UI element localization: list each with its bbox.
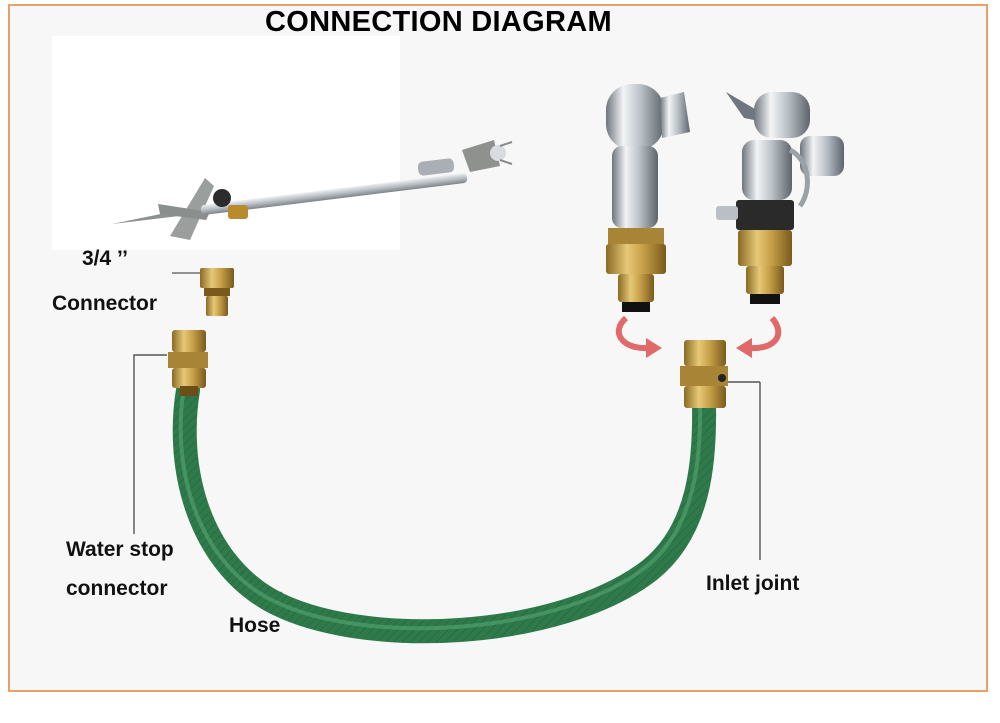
faucet-icon-left	[606, 84, 690, 358]
sprinkler-photo-panel	[52, 36, 400, 250]
diagram-title: CONNECTION DIAGRAM	[265, 6, 612, 38]
inlet-joint-label: Inlet joint	[706, 572, 800, 595]
connector-size-label: 3/4 ’’	[82, 247, 128, 270]
water-stop-label-line1: Water stop	[66, 538, 174, 561]
inlet-joint-icon	[680, 340, 728, 408]
water-stop-leader-line	[133, 354, 167, 534]
quick-connector-icon	[172, 268, 234, 316]
hose-icon	[172, 378, 717, 644]
hose-label: Hose	[229, 614, 281, 637]
faucet-icon-right	[716, 92, 844, 358]
water-stop-label-line2: connector	[66, 577, 168, 600]
water-stop-connector-icon	[168, 330, 208, 396]
sprinkler-icon	[112, 140, 513, 240]
connector-label: Connector	[52, 292, 157, 315]
